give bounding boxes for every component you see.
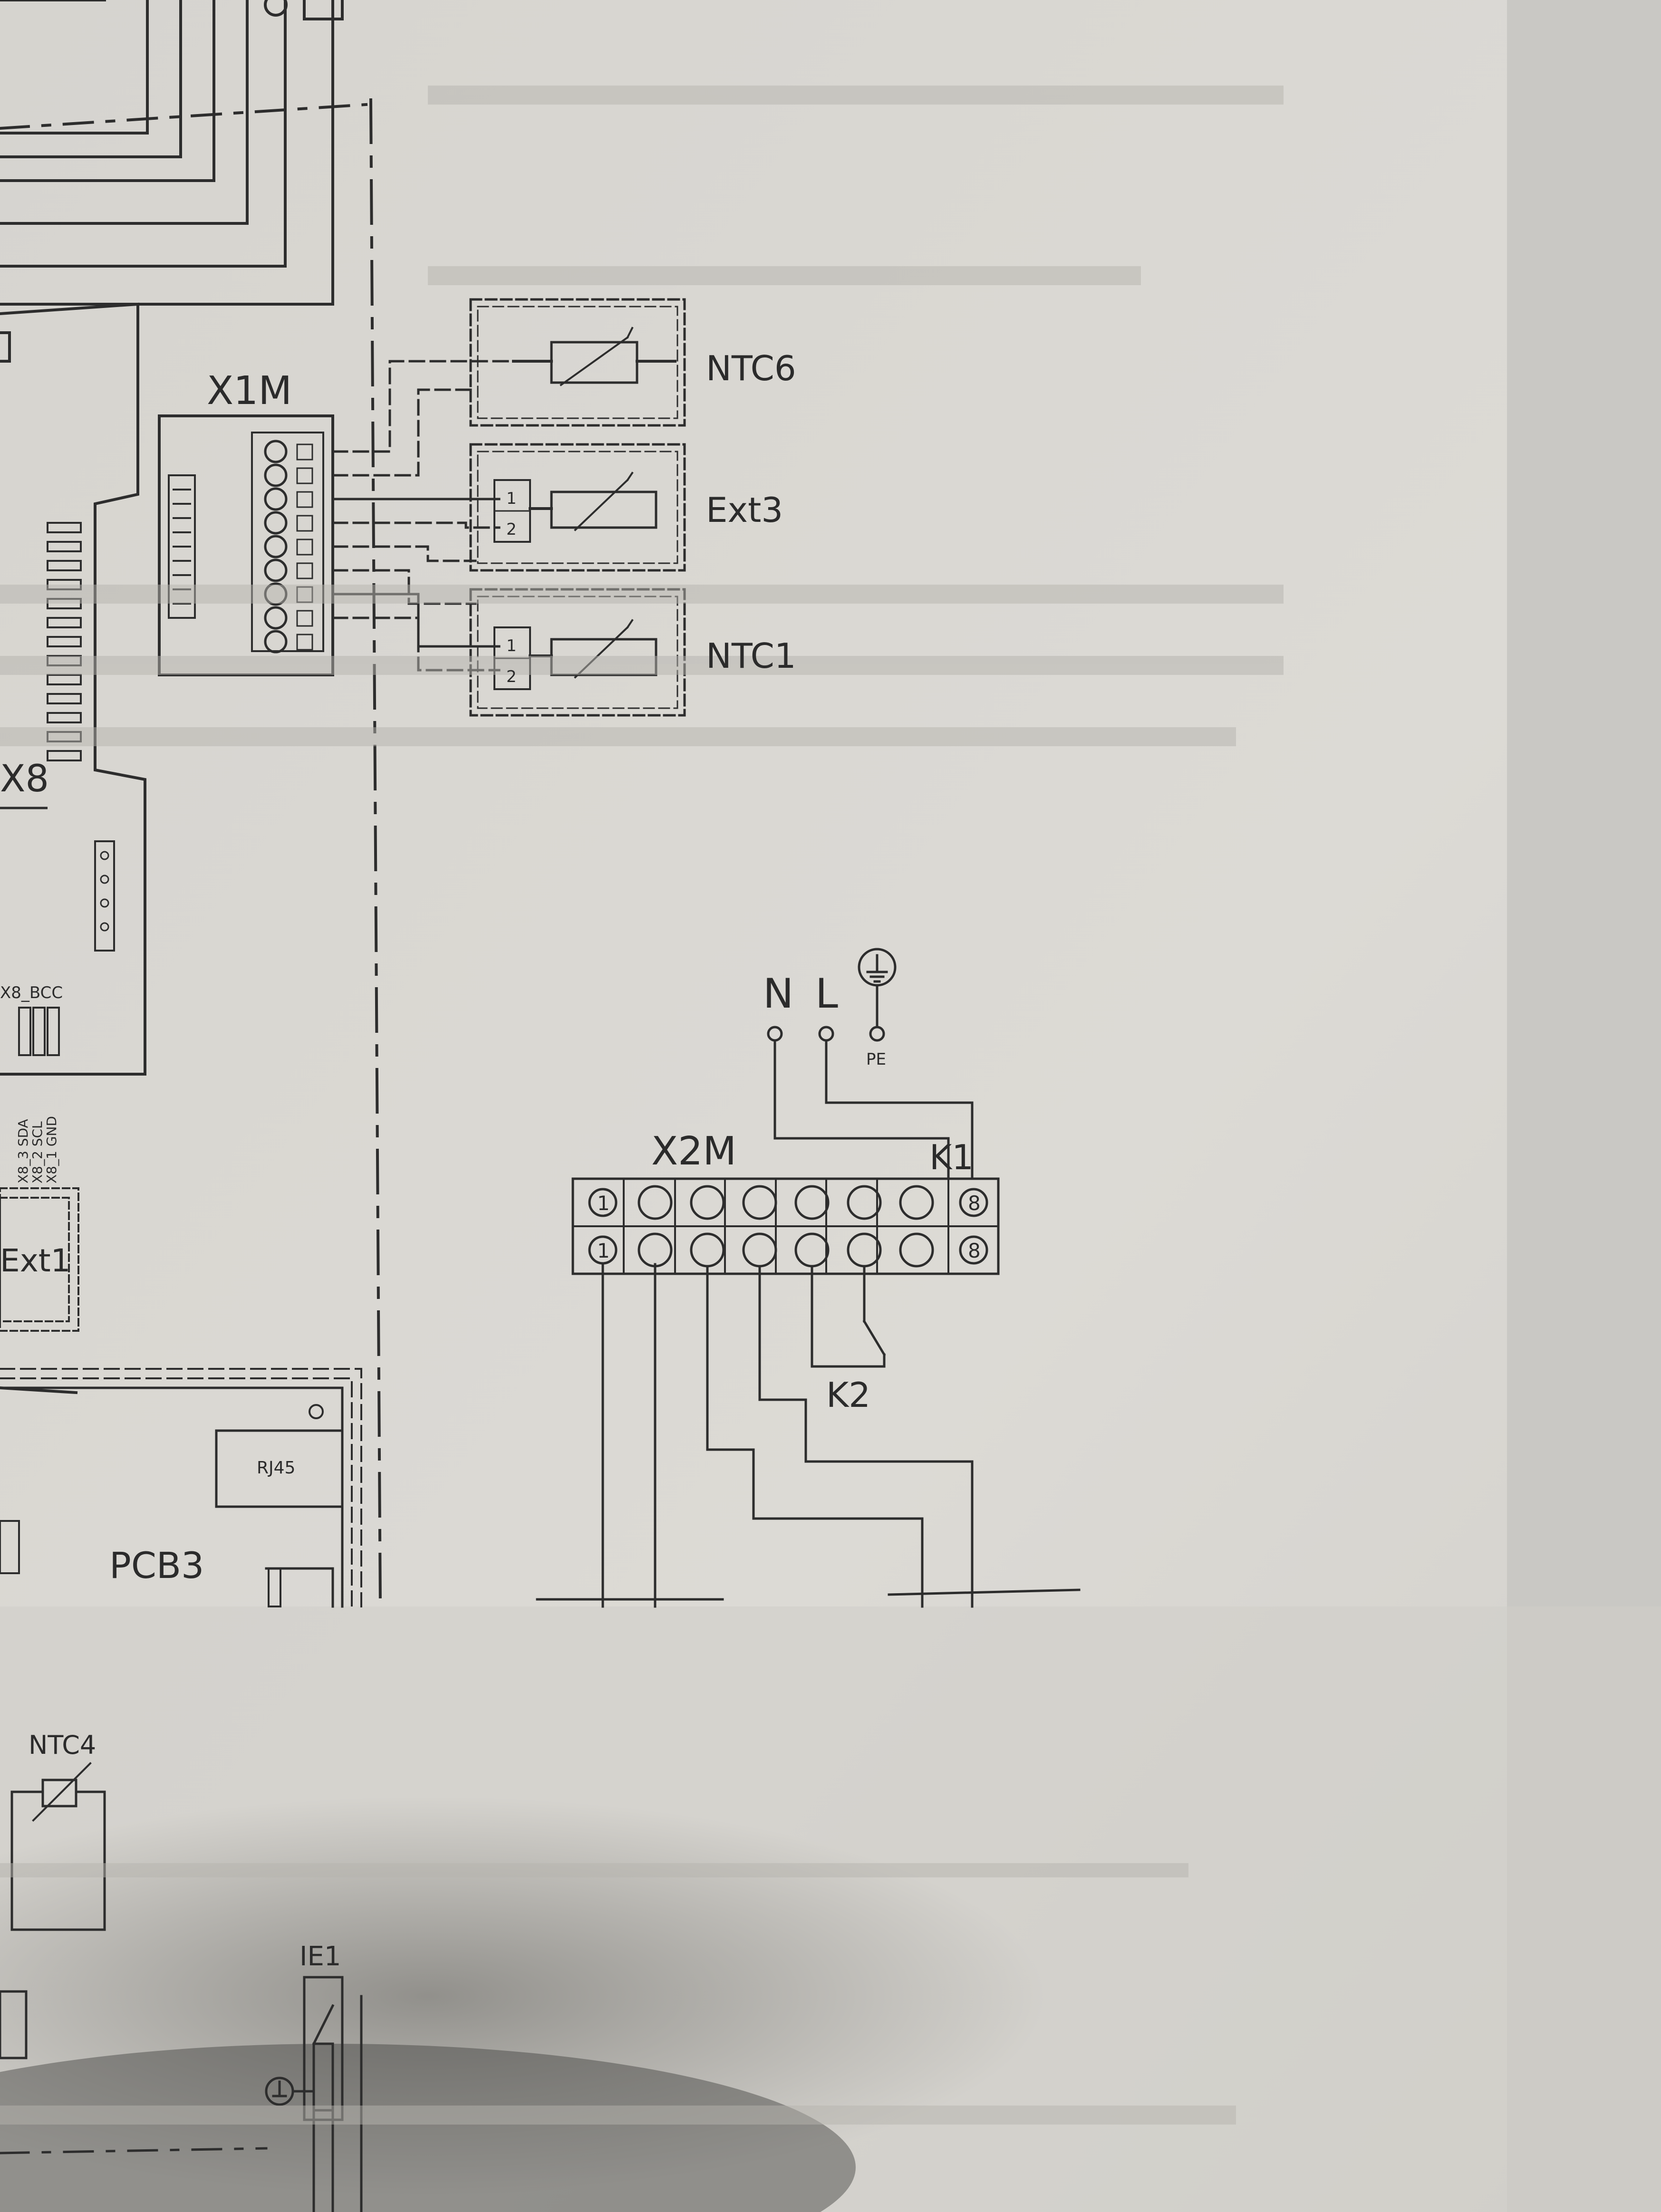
hand-shadow — [0, 1797, 1046, 2196]
ntc4-label: NTC4 — [29, 1730, 96, 1760]
ghost-text — [0, 86, 1284, 2125]
ntc1-label: NTC1 — [706, 636, 796, 676]
n-label: N — [763, 970, 793, 1018]
ntc6-sensor — [469, 298, 686, 427]
ext3-label: Ext3 — [706, 490, 783, 530]
x2m-terminal-1-bottom: 1 — [597, 1239, 610, 1262]
rj45-connector — [215, 1429, 344, 1508]
x8-bcc-label: X8_BCC — [0, 983, 63, 1002]
x2m-terminal-1-top: 1 — [597, 1192, 610, 1215]
ext3-sensor — [469, 443, 686, 572]
hand-shadow-dark — [0, 2044, 856, 2212]
pcb3-label: PCB3 — [109, 1544, 204, 1587]
top-left-wires — [0, 0, 344, 306]
ext3-pin-1: 1 — [506, 489, 517, 508]
x2m-terminal-8-top: 8 — [968, 1192, 981, 1215]
ie1-label: IE1 — [299, 1941, 341, 1972]
rj45-label: RJ45 — [257, 1458, 295, 1478]
ext3-pin-2: 2 — [506, 520, 517, 539]
x2m-output-wires — [536, 1263, 1081, 1608]
ie1-component — [0, 1976, 363, 2212]
l-label: L — [815, 970, 838, 1018]
x8-label: X8 — [0, 758, 49, 800]
x8-pin-sda: X8_3 SDA — [15, 1119, 31, 1183]
ext1-box — [0, 1187, 79, 1332]
k2-label: K2 — [826, 1375, 870, 1415]
ntc1-pin-2: 2 — [506, 667, 517, 686]
x8-pin-gnd: X8_1 GND — [44, 1116, 59, 1183]
ntc1-pin-1: 1 — [506, 636, 517, 655]
diagram-labels: X1M NTC6 Ext3 NTC1 1 2 1 2 X8 X8_BCC X8_… — [0, 348, 981, 1972]
x2m-terminal-8-bottom: 8 — [968, 1239, 981, 1262]
x8-pin-scl: X8_2 SCL — [29, 1121, 45, 1183]
k1-label: K1 — [929, 1137, 974, 1177]
x8-bcc-pins — [18, 1007, 60, 1056]
x1m-label: X1M — [207, 368, 292, 414]
pe-label: PE — [866, 1050, 886, 1069]
ntc4-sensor — [10, 1762, 106, 1931]
controller-board — [0, 302, 146, 1076]
x2m-terminal-block — [571, 1177, 1000, 1275]
pcb3-board — [0, 1368, 362, 1608]
x2m-label: X2M — [651, 1129, 736, 1174]
enclosure-boundary-line — [369, 98, 382, 1608]
top-boundary-line — [0, 103, 368, 130]
x8-connector — [94, 840, 115, 952]
ext1-label: Ext1 — [0, 1242, 71, 1279]
ntc6-label: NTC6 — [706, 348, 796, 388]
power-supply-terminals — [767, 948, 974, 1180]
